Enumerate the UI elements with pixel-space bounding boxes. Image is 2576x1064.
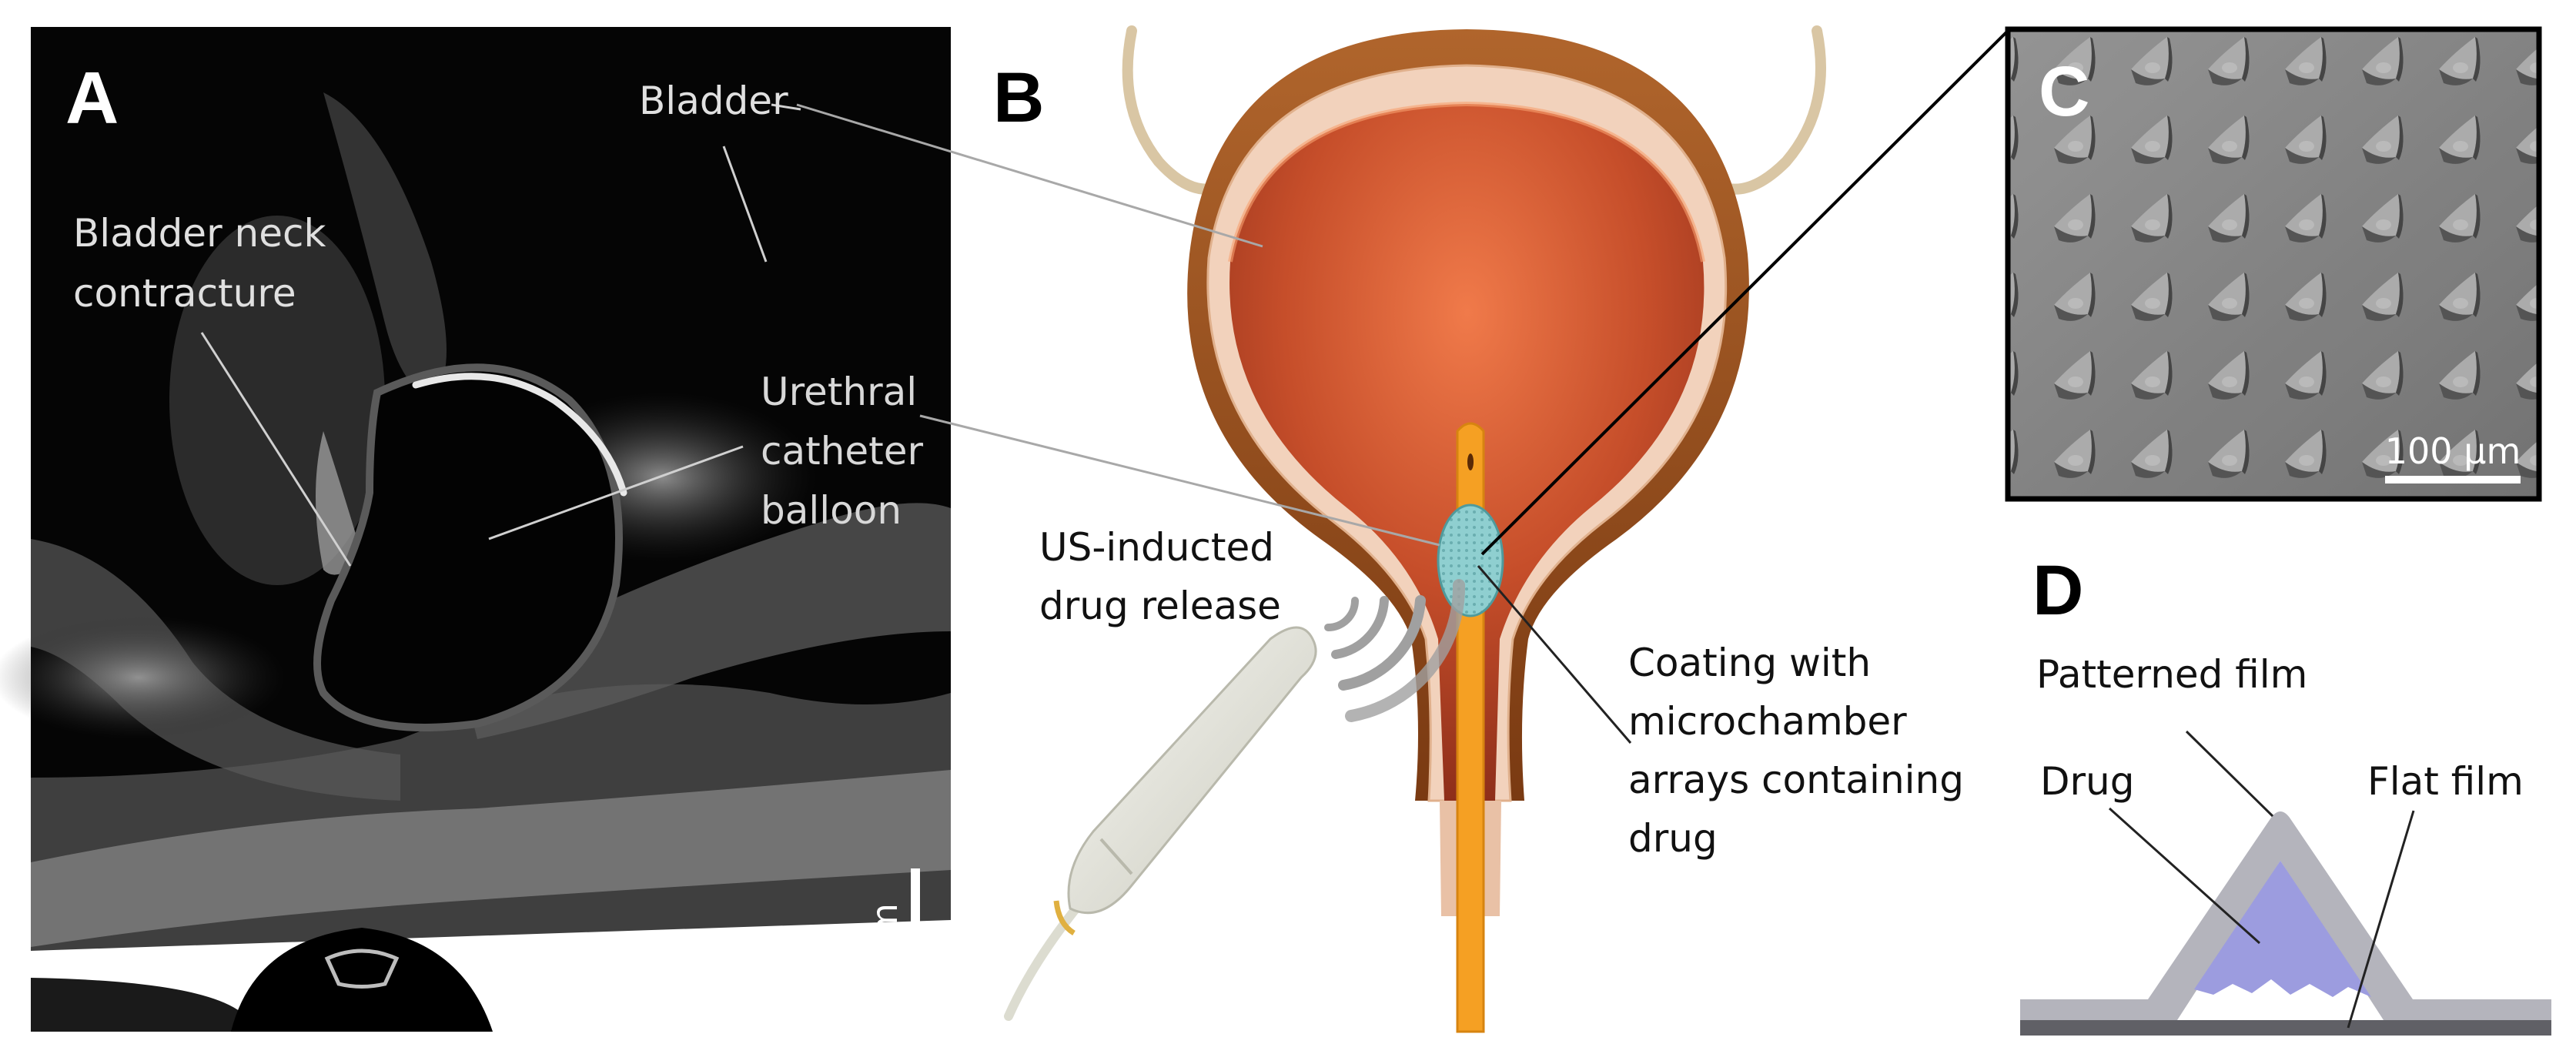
- tissue-band: [0, 616, 285, 739]
- scale-bar-a: [911, 868, 920, 1004]
- panel-a: 1 cm A Bladder Bladder neck contracture …: [0, 27, 951, 1032]
- panel-letter-d: D: [2032, 551, 2083, 630]
- label-drug: Drug: [2040, 759, 2135, 804]
- catheter-eyelet: [1467, 453, 1474, 470]
- coated-balloon: [1437, 504, 1504, 617]
- leader-patterned: [2185, 730, 2274, 818]
- scale-bar-c-label: 100 µm: [2385, 430, 2521, 472]
- label-balloon-line3: balloon: [761, 488, 902, 533]
- ultrasound-waves: [1324, 579, 1466, 722]
- label-coat-line4: drug: [1628, 816, 1718, 861]
- label-balloon-line2: catheter: [761, 429, 924, 473]
- label-coat-line1: Coating with: [1628, 641, 1871, 685]
- leader-flat: [2347, 810, 2415, 1029]
- label-flat-film: Flat film: [2367, 759, 2524, 804]
- probe-cable-ring: [1053, 900, 1076, 936]
- label-neck-line2: contracture: [73, 271, 296, 316]
- label-neck-line1: Bladder neck: [73, 211, 326, 256]
- probe-shadow: [231, 928, 493, 1032]
- leader-drug: [2108, 807, 2261, 945]
- balloon: [313, 363, 623, 731]
- leader-line: [488, 445, 744, 540]
- sem-image: [2008, 29, 2539, 499]
- scale-bar-a-label: 1 cm: [864, 903, 905, 991]
- panel-b: B US-inducted drug release Coating with …: [796, 25, 2011, 1033]
- tissue-band: [462, 503, 951, 739]
- bladder-neck-echo: [316, 431, 362, 575]
- drug-fill: [2194, 861, 2371, 997]
- tissue-band: [31, 539, 400, 801]
- panel-letter-b: B: [993, 59, 1044, 137]
- ureter-right: [1711, 25, 1826, 195]
- tissue-band: [31, 770, 951, 947]
- label-us-line2: drug release: [1039, 584, 1281, 628]
- flat-film: [2020, 1020, 2551, 1036]
- tissue-band: [323, 92, 447, 400]
- leader-line-balloon: [919, 414, 1440, 547]
- ultrasound-probe: [1067, 626, 1317, 915]
- ureter-left: [1122, 25, 1229, 195]
- leader-line: [200, 332, 352, 567]
- leader-line-bladder: [796, 103, 1263, 248]
- zoom-line-top: [1480, 28, 2011, 556]
- leader-line-coating: [1477, 565, 1632, 744]
- probe-grip: [1099, 838, 1133, 875]
- sem-frame: [2005, 26, 2542, 502]
- balloon-echo: [412, 373, 627, 497]
- leader-line: [771, 103, 801, 111]
- label-balloon-line1: Urethral: [761, 370, 917, 414]
- label-bladder-a: Bladder: [639, 79, 788, 123]
- leader-line: [722, 146, 768, 263]
- scale-bar-c: [2385, 476, 2521, 483]
- panel-d: D Patterned film Drug Flat film: [2020, 551, 2551, 1036]
- probe-outline: [324, 949, 400, 989]
- label-us-line1: US-inducted: [1039, 525, 1274, 570]
- ultrasound-sector-edge: [31, 978, 254, 1032]
- panel-letter-a: A: [65, 57, 119, 139]
- lumen-highlight: [1228, 101, 1705, 263]
- label-patterned-film: Patterned film: [2036, 652, 2307, 697]
- panel-letter-c: C: [2039, 52, 2089, 131]
- label-coat-line2: microchamber: [1628, 699, 1907, 744]
- label-coat-line3: arrays containing: [1628, 758, 1964, 802]
- panel-c: 100 µm C: [2005, 26, 2542, 502]
